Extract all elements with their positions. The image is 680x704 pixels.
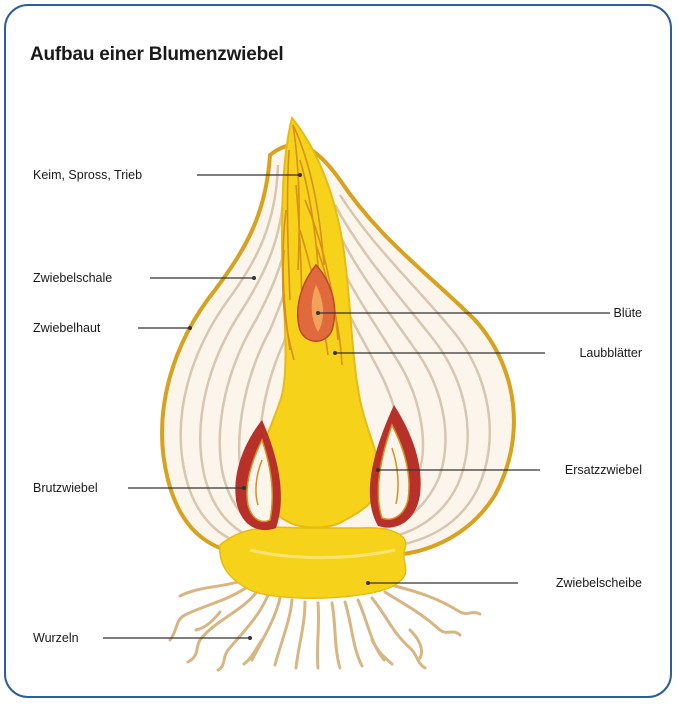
label-wurzeln: Wurzeln [33,631,79,645]
label-zwiebelscheibe: Zwiebelscheibe [556,576,642,590]
label-brutzwiebel: Brutzwiebel [33,481,98,495]
label-keim: Keim, Spross, Trieb [33,168,142,182]
label-laubblaetter: Laubblätter [579,346,642,360]
label-ersatzzwiebel: Ersatzzwiebel [565,463,642,477]
basal-plate [220,527,406,598]
label-zwiebelhaut: Zwiebelhaut [33,321,100,335]
label-bluete: Blüte [614,306,643,320]
label-zwiebelschale: Zwiebelschale [33,271,112,285]
